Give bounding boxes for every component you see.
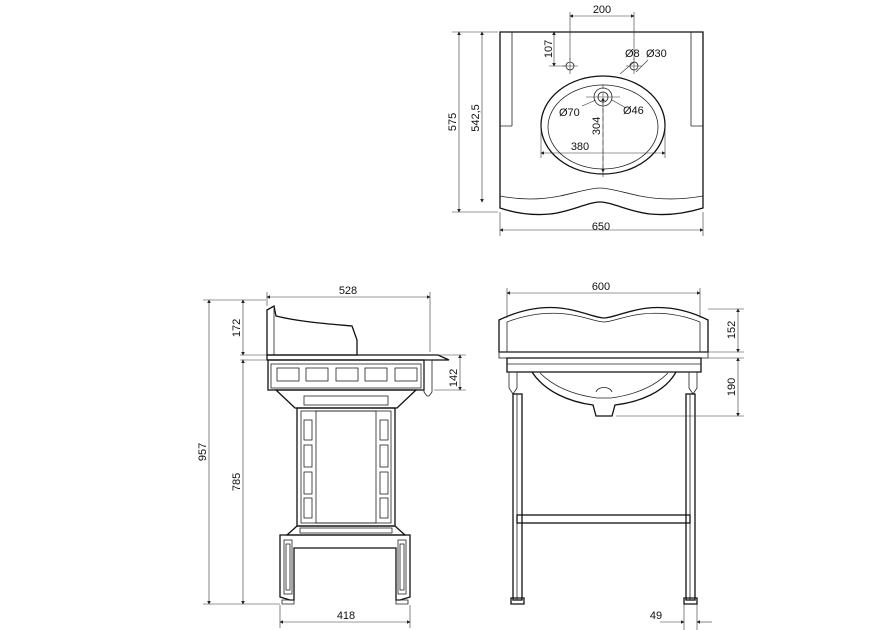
dim-front-width-label: 600 (592, 281, 610, 293)
dim-front-upstand-label: 152 (726, 321, 738, 339)
front-leg-left (512, 393, 523, 601)
side-frame-head (274, 389, 418, 409)
dim-front-leg-width-label: 49 (650, 610, 662, 622)
dia-overflow-label: Ø70 (559, 107, 580, 119)
side-frame-base (285, 525, 407, 536)
side-view: 528 172 142 957 785 418 (197, 285, 466, 628)
dim-depth-inner-label: 542,5 (470, 104, 482, 132)
dim-side-leg-height-label: 785 (231, 473, 243, 491)
basin-top-outline (499, 31, 704, 216)
dim-depth-total-label: 575 (447, 113, 459, 131)
dim-side-base-depth-label: 418 (337, 610, 355, 622)
dia-waste-label: Ø46 (623, 105, 644, 117)
side-upstand (266, 304, 358, 356)
side-base-legs (279, 534, 411, 601)
front-top-outline (498, 306, 709, 353)
front-view: 600 152 190 49 (498, 281, 744, 630)
dim-side-total-height-label: 957 (197, 443, 209, 461)
dim-front-bowl-drop-label: 190 (726, 378, 738, 396)
dim-width-label: 650 (592, 221, 610, 233)
dim-side-upstand-label: 172 (231, 319, 243, 337)
dim-hole-from-back-label: 107 (543, 40, 555, 58)
dim-tap-offset-label: 200 (593, 4, 611, 16)
front-frame-rail (506, 357, 702, 373)
side-apron (267, 359, 425, 391)
dim-bowl-width-label: 380 (571, 141, 589, 153)
side-top-slab (266, 354, 450, 361)
dia-small-label: Ø8 (625, 48, 640, 60)
dia-tap-label: Ø30 (646, 48, 667, 60)
dim-bowl-depth-label: 304 (591, 117, 603, 135)
front-cross-bar (516, 514, 691, 524)
front-leg-right (685, 393, 696, 601)
front-bowl (531, 371, 677, 417)
dim-side-depth-label: 528 (339, 285, 357, 297)
top-view: 650 575 542,5 200 107 Ø8 Ø30 Ø70 Ø46 304 (447, 4, 704, 236)
dim-side-apron-label: 142 (448, 369, 460, 387)
